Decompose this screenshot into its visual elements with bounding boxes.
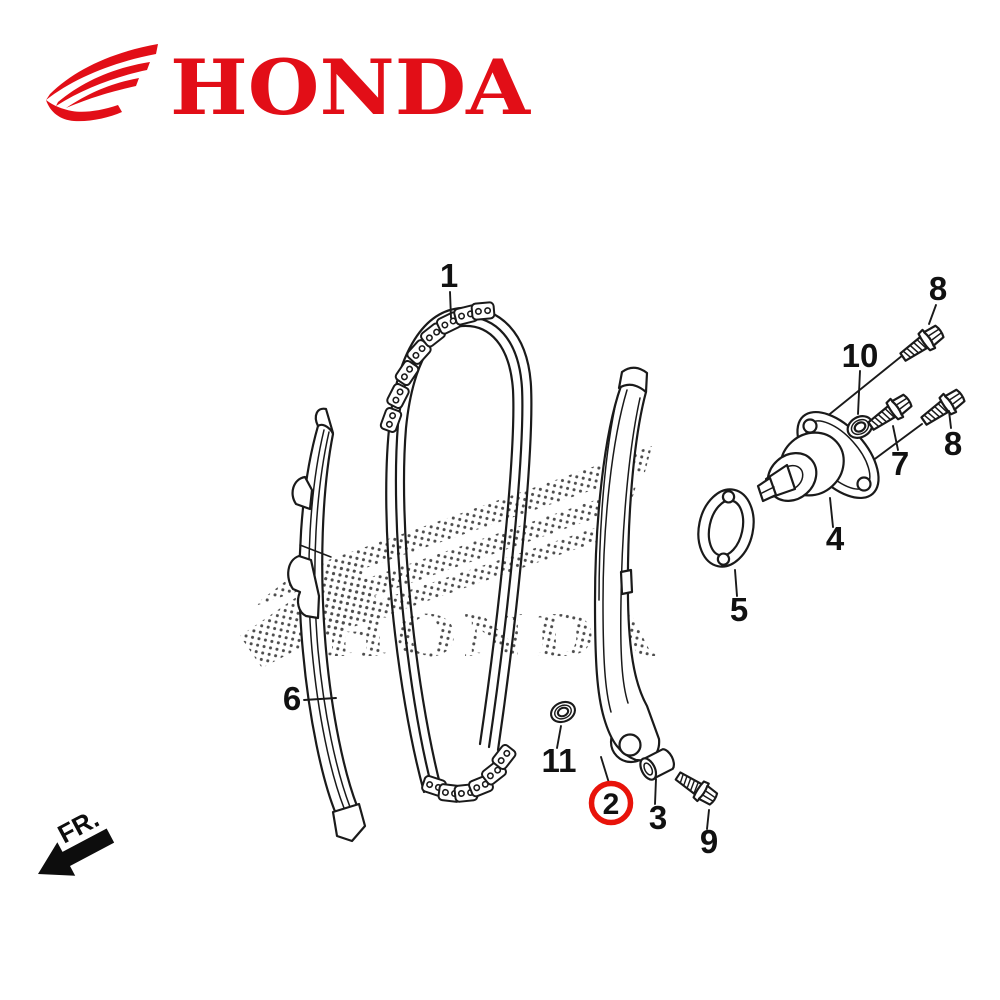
part-bolt-7: [863, 389, 916, 437]
callout-1: 1: [440, 257, 458, 294]
honda-logo: HONDA: [46, 43, 531, 132]
callout-10: 10: [842, 337, 879, 374]
part-tensioner-arm: [593, 366, 661, 764]
callout-3: 3: [649, 799, 667, 836]
part-bolt-9: [671, 766, 722, 810]
callouts: 1 2 3 4 5 6 7 8 8 9 10 11: [283, 257, 962, 860]
honda-watermark: HONDA: [240, 446, 656, 670]
part-bolt-8-lower: [916, 384, 969, 432]
callout-5: 5: [730, 591, 748, 628]
front-direction-indicator: FR.: [38, 803, 115, 876]
honda-wing-icon: [46, 44, 158, 122]
front-arrow-icon: [38, 828, 115, 876]
callout-4: 4: [826, 520, 845, 557]
part-gasket: [697, 488, 755, 568]
part-chain-guide: [287, 407, 367, 843]
leader-lines: [303, 291, 952, 830]
part-tensioner-lifter: [756, 410, 880, 503]
honda-logo-text: HONDA: [170, 43, 531, 132]
callout-2-highlighted: 2: [603, 788, 620, 821]
callout-9: 9: [700, 823, 718, 860]
callout-6: 6: [283, 680, 301, 717]
callout-11: 11: [542, 742, 577, 779]
part-bolt-8-upper: [895, 320, 948, 368]
part-cam-chain: [378, 301, 533, 804]
part-washer-11: [546, 697, 580, 727]
highlight-circle: [588, 780, 634, 826]
callout-8-upper: 8: [929, 270, 947, 307]
callout-8-lower: 8: [944, 425, 962, 462]
callout-7: 7: [891, 445, 909, 482]
watermark-wing-stripe: [300, 486, 636, 622]
watermark-wing-stripe: [316, 524, 607, 640]
part-collar: [639, 748, 675, 781]
